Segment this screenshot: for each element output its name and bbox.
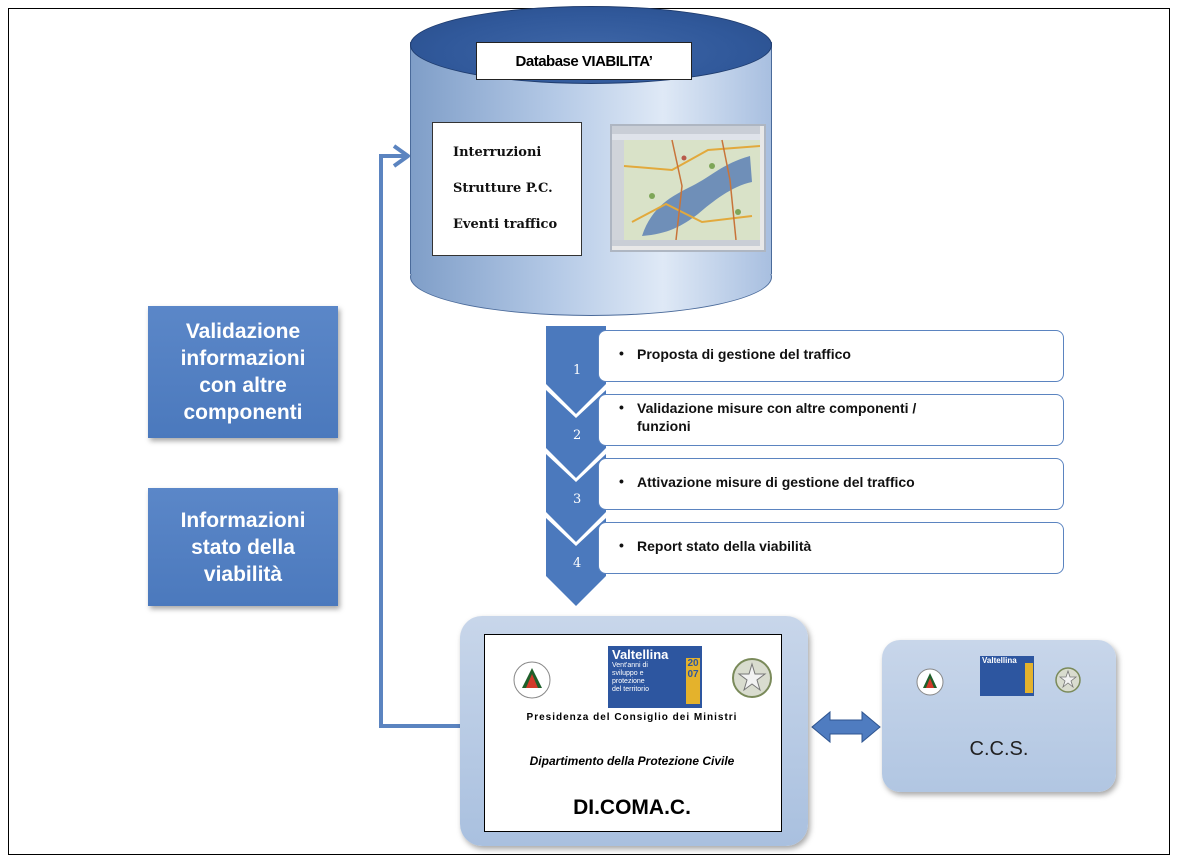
status-line: Informazioni xyxy=(180,508,306,532)
validation-line: componenti xyxy=(183,401,303,424)
step-chevron-4 xyxy=(546,518,606,606)
step-text: Attivazione misure di gestione del traff… xyxy=(637,474,915,490)
dicomac-label: DI.COMA.C. xyxy=(573,796,691,819)
feedback-line xyxy=(379,154,460,728)
step-number: 1 xyxy=(573,363,582,378)
status-line: stato della xyxy=(191,535,295,559)
map-screenshot-icon xyxy=(610,124,766,252)
step-number: 3 xyxy=(573,492,582,507)
step-number: 4 xyxy=(573,556,582,571)
database-item: Interruzioni xyxy=(453,145,542,160)
valtellina-logo-small: Valtellina xyxy=(980,656,1034,696)
step-chevron-1 xyxy=(546,326,606,414)
logo-line: protezione xyxy=(612,678,645,685)
step-chevron-2 xyxy=(546,390,606,478)
step-box-4: • Report stato della viabilità xyxy=(598,522,1064,574)
step-box-1: • Proposta di gestione del traffico xyxy=(598,330,1064,382)
database-item: Eventi traffico xyxy=(453,217,558,232)
database-title: Database VIABILITA’ xyxy=(476,42,692,80)
ccs-label: C.C.S. xyxy=(969,738,1029,760)
logo-year-bar xyxy=(1025,663,1033,693)
bullet-icon: • xyxy=(619,399,624,415)
step-text: Report stato della viabilità xyxy=(637,538,812,554)
step-box-3: • Attivazione misure di gestione del tra… xyxy=(598,458,1064,510)
viability-status-box: Informazioni stato della viabilità xyxy=(148,488,338,606)
step-chevron-3 xyxy=(546,454,606,542)
step-text: funzioni xyxy=(637,418,691,434)
logo-title: Valtellina xyxy=(982,656,1017,665)
validation-line: Validazione xyxy=(185,320,301,343)
double-arrow-icon xyxy=(811,710,881,744)
step-text: Proposta di gestione del traffico xyxy=(637,346,851,362)
step-box-2: • Validazione misure con altre component… xyxy=(598,394,1064,446)
validation-info-box: Validazione informazioni con altre compo… xyxy=(148,306,338,438)
step-text: Validazione misure con altre componenti … xyxy=(637,400,917,416)
valtellina-logo: Valtellina Vent'anni di sviluppo e prote… xyxy=(608,646,702,708)
presidency-label: Presidenza del Consiglio dei Ministri xyxy=(526,712,738,723)
step-number: 2 xyxy=(573,428,582,443)
bullet-icon: • xyxy=(619,473,624,489)
bullet-icon: • xyxy=(619,537,624,553)
validation-line: informazioni xyxy=(180,347,306,370)
validation-line: con altre xyxy=(199,374,287,397)
department-label: Dipartimento della Protezione Civile xyxy=(529,754,735,768)
step-text-block: Validazione misure con altre componenti … xyxy=(637,399,916,435)
protezione-civile-logo-icon xyxy=(916,668,944,696)
italian-republic-emblem-icon xyxy=(732,658,772,698)
logo-line: del territorio xyxy=(612,686,649,693)
feedback-arrowhead xyxy=(392,144,410,168)
logo-line: sviluppo e xyxy=(612,670,644,677)
italian-republic-emblem-icon xyxy=(1055,667,1081,693)
step-chevrons xyxy=(546,326,606,606)
status-line: viabilità xyxy=(203,562,283,586)
protezione-civile-logo-icon xyxy=(513,661,551,699)
bullet-icon: • xyxy=(619,345,624,361)
database-items-list: Interruzioni Strutture P.C. Eventi traff… xyxy=(432,122,582,256)
logo-year: 2007 xyxy=(686,658,700,704)
logo-line: Vent'anni di xyxy=(612,662,648,669)
database-item: Strutture P.C. xyxy=(453,181,553,196)
logo-title: Valtellina xyxy=(612,647,669,662)
